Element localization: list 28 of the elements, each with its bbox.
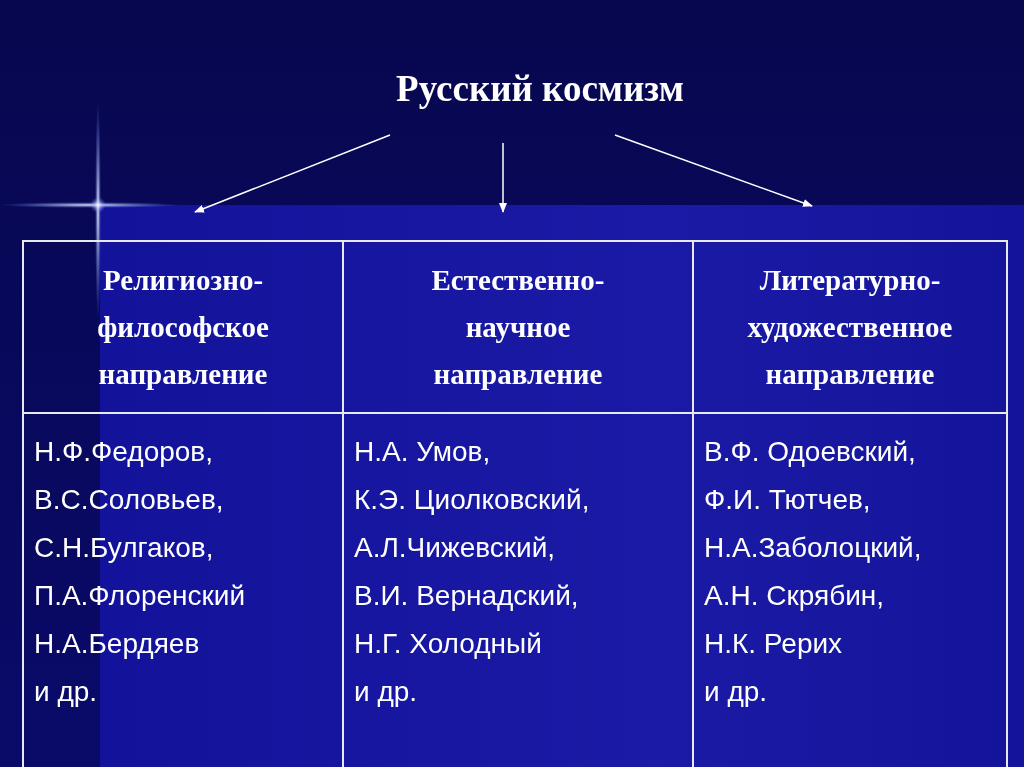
name-list-item: и др. — [704, 675, 769, 709]
name-list-item: Н.Ф.Федоров, — [34, 435, 215, 469]
table-header-cell — [342, 240, 694, 414]
name-list-item: Н.А.Бердяев — [34, 627, 201, 661]
name-list-item: П.А.Флоренский — [34, 579, 247, 613]
name-list-item: Н.К. Рерих — [704, 627, 844, 661]
name-list-item: и др. — [354, 675, 419, 709]
arrow — [614, 134, 813, 207]
name-list-item: С.Н.Булгаков, — [34, 531, 215, 565]
name-list-item: Н.А. Умов, — [354, 435, 492, 469]
name-list-item: А.Л.Чижевский, — [354, 531, 557, 565]
name-list-item: А.Н. Скрябин, — [704, 579, 886, 613]
name-list-item: В.С.Соловьев, — [34, 483, 225, 517]
arrow — [499, 142, 507, 213]
name-list-item: К.Э. Циолковский, — [354, 483, 591, 517]
name-list-item: Н.А.Заболоцкий, — [704, 531, 923, 565]
name-list-item: Н.Г. Холодный — [354, 627, 543, 661]
name-list-item: Ф.И. Тютчев, — [704, 483, 872, 517]
title-text: Русский космизм — [340, 62, 740, 116]
name-list-item: В.И. Вернадский, — [354, 579, 580, 613]
arrow — [194, 134, 391, 213]
table-header-cell — [692, 240, 1008, 414]
column-heading: Естественно-научное направление — [430, 262, 606, 392]
name-list-item: В.Ф. Одоевский, — [704, 435, 917, 469]
column-heading: Литературно-художественное направление — [746, 262, 954, 392]
table-header-cell — [22, 240, 344, 414]
column-heading: Религиозно-философское направление — [96, 262, 270, 392]
name-list-item: и др. — [34, 675, 99, 709]
